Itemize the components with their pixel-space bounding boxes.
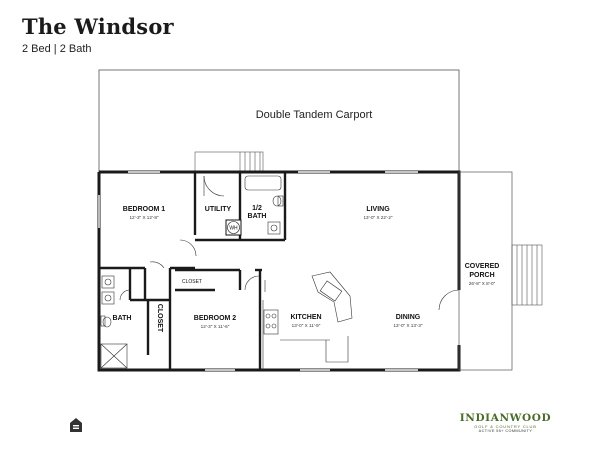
brand-tagline: ACTIVE 55+ COMMUNITY <box>478 429 533 433</box>
living-dims: 13'-0" X 22'-2" <box>363 215 392 220</box>
bedroom2-dims: 12'-3" X 11'-6" <box>201 324 230 329</box>
plan-subtitle: 2 Bed | 2 Bath <box>22 43 92 55</box>
porch-label-2: PORCH <box>469 272 494 279</box>
half-bath-fixtures <box>244 175 284 235</box>
living-label: LIVING <box>366 206 390 213</box>
door-swings <box>119 175 460 311</box>
porch-dims: 26'-8" X 8'-0" <box>469 281 496 286</box>
covered-porch <box>458 171 513 371</box>
kitchen-fixtures <box>262 271 353 370</box>
equal-housing-opportunity-icon <box>70 418 82 432</box>
interior-walls <box>97 172 287 370</box>
entry-steps <box>194 151 264 173</box>
porch-steps <box>511 244 543 306</box>
exterior-walls <box>97 170 461 372</box>
bedroom1-label: BEDROOM 1 <box>123 206 166 213</box>
porch-label-1: COVERED <box>465 263 500 270</box>
utility-label: UTILITY <box>205 206 232 213</box>
closet-tall-label: CLOSET <box>156 304 163 333</box>
bedroom2-label: BEDROOM 2 <box>194 315 237 322</box>
dining-dims: 13'-0" X 13'-3" <box>393 323 422 328</box>
bedroom1-dims: 12'-3" X 12'-8" <box>129 215 158 220</box>
brand-sub: GOLF & COUNTRY CLUB <box>474 424 537 429</box>
kitchen-dims: 13'-0" X 11'-9" <box>292 323 321 328</box>
kitchen-label: KITCHEN <box>290 314 321 321</box>
closet-small-label: CLOSET <box>182 279 202 285</box>
water-heater-label: WH <box>229 226 238 232</box>
half-bath-label-1: 1/2 <box>252 205 262 212</box>
bath-label: BATH <box>113 315 132 322</box>
brand-name: INDIANWOOD <box>459 412 552 424</box>
dining-label: DINING <box>396 314 421 321</box>
brand-logo: INDIANWOOD GOLF & COUNTRY CLUB ACTIVE 55… <box>458 412 553 433</box>
plan-title: The Windsor <box>22 14 174 39</box>
carport-label: Double Tandem Carport <box>256 109 373 121</box>
bath-fixtures <box>100 275 128 369</box>
water-heater <box>225 219 242 236</box>
carport-outline <box>98 69 460 173</box>
half-bath-label-2: BATH <box>248 213 267 220</box>
